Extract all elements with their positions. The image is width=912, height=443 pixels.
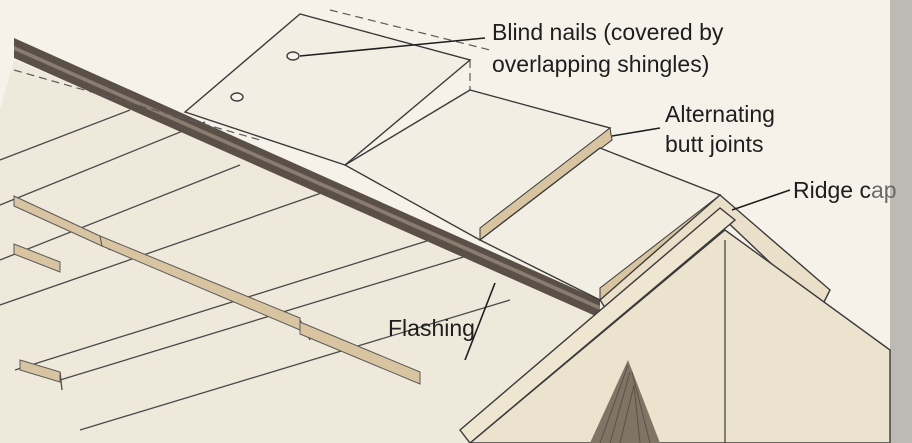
gable-face [468, 229, 891, 443]
label-blind-nails-line2: overlapping shingles) [492, 51, 709, 77]
roof-slope-left [0, 60, 600, 443]
gable-hatching [599, 364, 651, 443]
blind-nail-1 [286, 51, 300, 61]
ridge-shingle-second-butt [479, 127, 613, 242]
shingle-butt-edges [13, 195, 421, 385]
label-flashing: Flashing [388, 315, 475, 341]
leader-lines [299, 37, 791, 361]
blind-nail-2 [230, 92, 244, 102]
label-alternating-line1: Alternating [665, 101, 775, 127]
label-blind-nails-line1: Blind nails (covered by [492, 19, 724, 45]
right-page-margin [890, 0, 912, 443]
flashing-highlight [14, 46, 600, 310]
label-ridge-cap: Ridge cap [793, 177, 897, 203]
label-alternating-line2: butt joints [665, 131, 763, 157]
label-ridge-cap-main: Ridge c [793, 177, 871, 203]
gable-fascia [459, 207, 737, 443]
label-ridge-cap-faint: ap [871, 177, 897, 203]
ridge-shingle-top [183, 13, 472, 166]
